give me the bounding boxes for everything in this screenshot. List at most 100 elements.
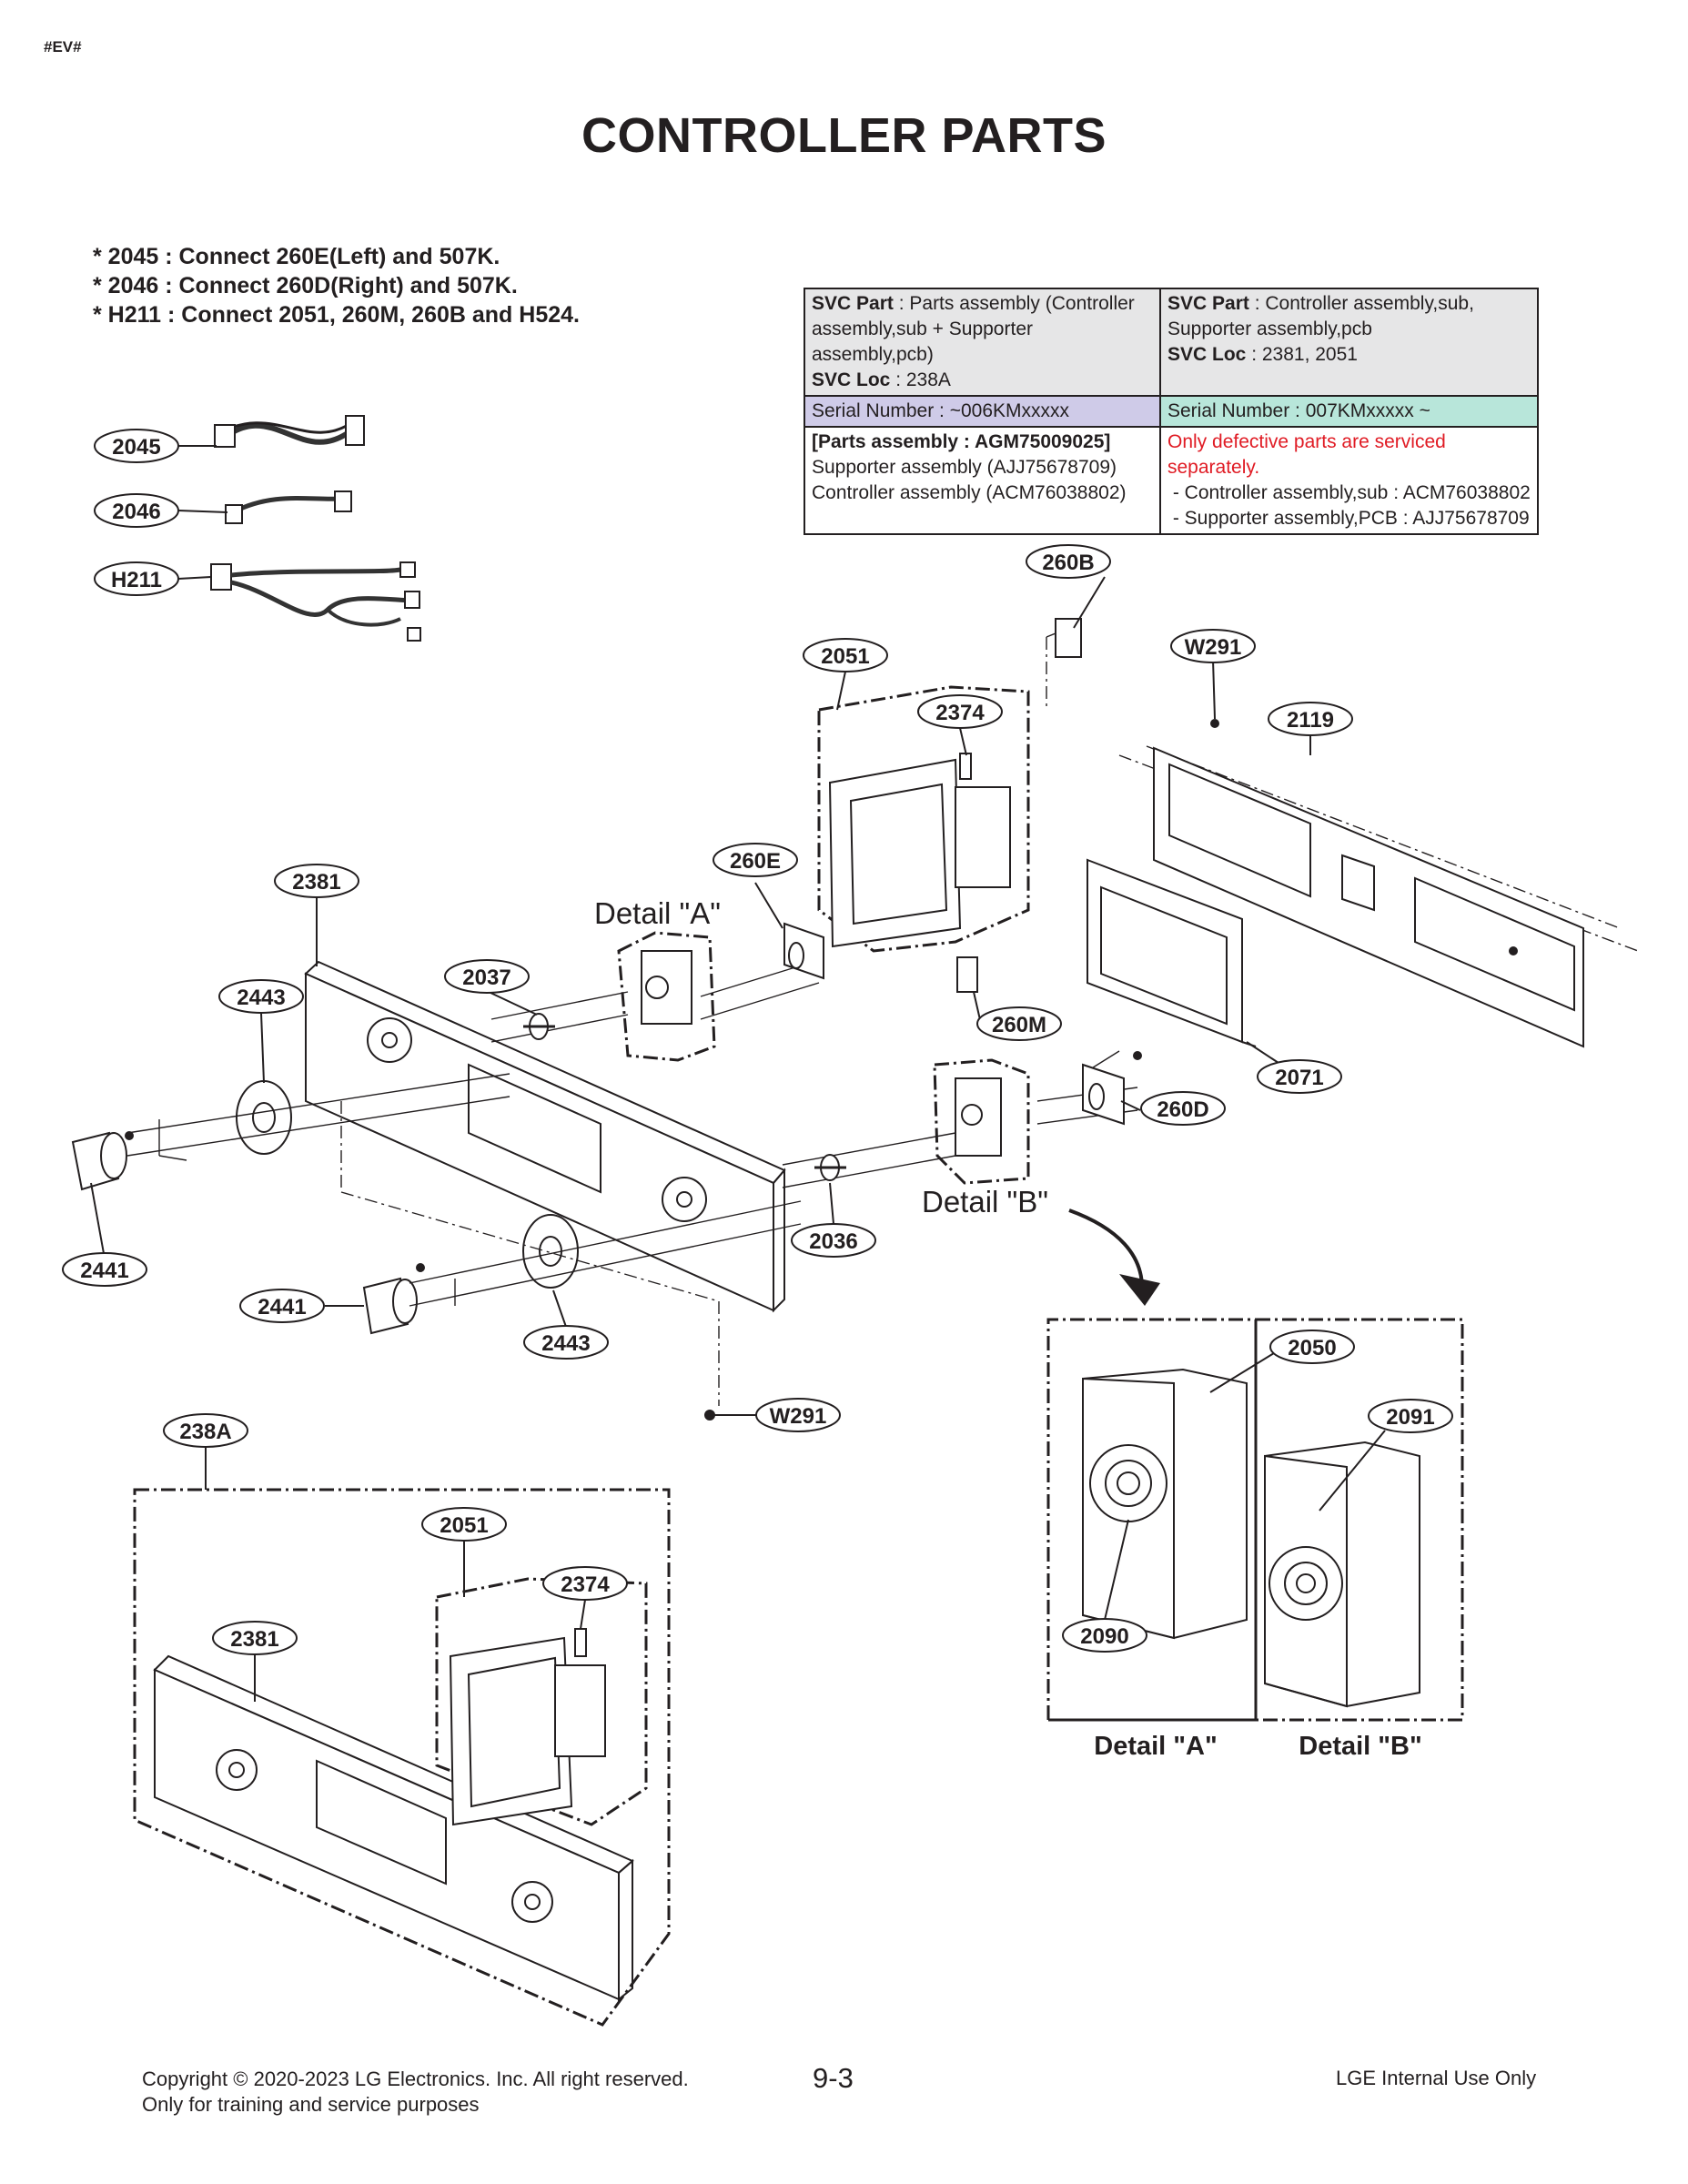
callout-2051: 2051	[803, 638, 888, 672]
svg-text:2443: 2443	[237, 986, 285, 1010]
svg-text:2045: 2045	[112, 435, 160, 460]
serial-right: Serial Number : 007KMxxxxx ~	[1159, 395, 1539, 428]
svc-left-header: SVC Part : Parts assembly (Controller as…	[804, 288, 1161, 397]
assembly-left: [Parts assembly : AGM75009025] Supporter…	[804, 426, 1161, 535]
detail-views	[1046, 1318, 1464, 1722]
assembly-guides	[126, 959, 1138, 1307]
ring-2443-left	[236, 1080, 292, 1155]
callout-260e: 260E	[713, 843, 798, 877]
svc-loc-label: SVC Loc	[812, 369, 891, 390]
svg-text:2037: 2037	[462, 966, 510, 990]
svg-text:2036: 2036	[809, 1229, 857, 1254]
svc-loc-text: : 2381, 2051	[1246, 344, 1358, 365]
svg-text:2441: 2441	[258, 1295, 306, 1320]
leader-lines	[90, 445, 1386, 1702]
footer-copyright: Copyright © 2020-2023 LG Electronics. In…	[142, 2067, 689, 2118]
svc-loc-text: : 238A	[890, 369, 951, 390]
controller-assembly-2051	[817, 685, 1030, 953]
svc-part-text: : Controller assembly,sub, Supporter ass…	[1167, 293, 1474, 339]
harness-h211	[210, 561, 421, 642]
internal-use-label: LGE Internal Use Only	[1336, 2067, 1537, 2089]
document-code: #EV#	[44, 38, 82, 56]
svg-text:238A: 238A	[179, 1420, 231, 1444]
callout-260d: 260D	[1140, 1091, 1226, 1126]
harness-2045	[214, 415, 365, 448]
encoder-board-260D	[1082, 1051, 1142, 1126]
svg-text:2374: 2374	[935, 701, 985, 725]
svc-part-label: SVC Part	[812, 293, 894, 314]
callout-2036: 2036	[791, 1223, 876, 1258]
connection-notes: * 2045 : Connect 260E(Left) and 507K. * …	[93, 242, 580, 329]
svc-right-header: SVC Part : Controller assembly,sub, Supp…	[1159, 288, 1539, 397]
callout-2050: 2050	[1269, 1330, 1355, 1364]
detail-arrow	[1068, 1208, 1144, 1289]
callout-2381: 2381	[274, 864, 359, 898]
callout-260m: 260M	[976, 1006, 1062, 1041]
svc-part-table: SVC Part : Parts assembly (Controller as…	[804, 288, 1539, 535]
callout-2045: 2045	[94, 429, 179, 463]
part-2374	[959, 753, 972, 780]
svc-part-label: SVC Part	[1167, 293, 1249, 314]
assembly-title: [Parts assembly : AGM75009025]	[812, 431, 1111, 452]
page-number: 9-3	[813, 2062, 854, 2094]
detail-b-box	[933, 1058, 1030, 1185]
callout-2443-top: 2443	[218, 979, 304, 1014]
callout-2441-left: 2441	[62, 1252, 147, 1287]
callout-260b: 260B	[1026, 544, 1111, 579]
callout-h211: H211	[94, 561, 179, 596]
callout-2051-lower: 2051	[421, 1507, 507, 1542]
svg-text:260B: 260B	[1042, 551, 1094, 575]
svg-text:2443: 2443	[541, 1331, 590, 1356]
callout-2441-right: 2441	[239, 1289, 325, 1323]
ring-2443-right	[522, 1214, 579, 1289]
shaft-2036	[814, 1154, 846, 1181]
callout-2374: 2374	[917, 694, 1003, 729]
shaft-2037	[523, 1013, 555, 1040]
callout-2443-bottom: 2443	[523, 1325, 609, 1360]
svg-text:260E: 260E	[730, 849, 781, 874]
callout-w291-bottom: W291	[755, 1398, 841, 1432]
parts-assembly-238A	[133, 1488, 671, 2027]
callout-2071: 2071	[1257, 1059, 1342, 1094]
note-2045: * 2045 : Connect 260E(Left) and 507K.	[93, 244, 500, 269]
bracket-2119	[1153, 719, 1584, 1048]
service-notice: Only defective parts are serviced separa…	[1167, 431, 1446, 478]
svc-loc-label: SVC Loc	[1167, 344, 1247, 365]
svg-text:2381: 2381	[292, 870, 340, 895]
callout-2046: 2046	[94, 493, 179, 528]
callout-238a: 238A	[163, 1413, 248, 1448]
board-260M	[956, 956, 978, 993]
copyright-text: Copyright © 2020-2023 LG Electronics. In…	[142, 2068, 689, 2090]
svg-text:2050: 2050	[1288, 1336, 1336, 1360]
assembly-right: Only defective parts are serviced separa…	[1159, 426, 1539, 535]
svg-text:2046: 2046	[112, 500, 160, 524]
detail-a-caption: Detail "A"	[1094, 1732, 1217, 1761]
harness-2046	[225, 490, 352, 524]
assembly-line: - Controller assembly,sub : ACM76038802	[1167, 482, 1531, 503]
knob-hole-left	[367, 1017, 412, 1063]
serial-left: Serial Number : ~006KMxxxxx	[804, 395, 1161, 428]
svg-text:2381: 2381	[230, 1627, 278, 1652]
note-h211: * H211 : Connect 2051, 260M, 260B and H5…	[93, 302, 580, 328]
detail-b-label: Detail "B"	[922, 1185, 1048, 1218]
board-260B	[1055, 618, 1082, 658]
detail-a-label: Detail "A"	[594, 896, 721, 930]
knob-hole-right	[662, 1177, 707, 1222]
svg-text:2441: 2441	[80, 1259, 128, 1283]
detail-b-caption: Detail "B"	[1299, 1732, 1421, 1761]
knob-2441-left	[71, 1131, 127, 1191]
callout-2381-lower: 2381	[212, 1621, 298, 1655]
svg-text:260M: 260M	[992, 1013, 1046, 1037]
svg-text:2374: 2374	[561, 1572, 610, 1597]
page-title: CONTROLLER PARTS	[581, 108, 1107, 163]
control-panel-2381	[304, 960, 786, 1313]
svg-text:2051: 2051	[821, 644, 869, 669]
training-text: Only for training and service purposes	[142, 2093, 480, 2116]
detail-a-box	[617, 931, 716, 1062]
svg-text:260D: 260D	[1157, 1097, 1208, 1122]
knob-2441-right	[362, 1277, 418, 1335]
note-2046: * 2046 : Connect 260D(Right) and 507K.	[93, 273, 518, 298]
svc-part-text: : Parts assembly (Controller assembly,su…	[812, 293, 1135, 365]
svg-text:2091: 2091	[1386, 1405, 1434, 1430]
